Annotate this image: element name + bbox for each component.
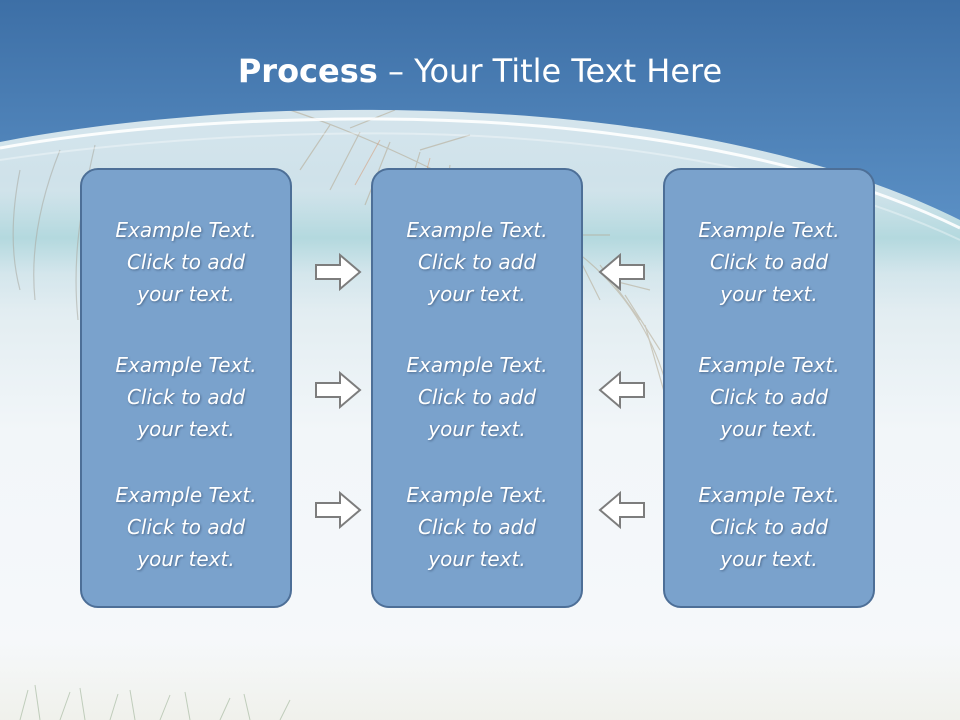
slide-title[interactable]: Process – Your Title Text Here	[0, 52, 960, 90]
text-block[interactable]: Example Text. Click to add your text.	[373, 214, 581, 310]
text-line: Click to add	[126, 385, 246, 409]
text-line: your text.	[137, 282, 235, 306]
text-line: Example Text.	[698, 218, 840, 242]
text-line: your text.	[720, 547, 818, 571]
text-line: Click to add	[126, 250, 246, 274]
text-block[interactable]: Example Text. Click to add your text.	[373, 349, 581, 445]
text-line: Example Text.	[406, 218, 548, 242]
text-line: Example Text.	[698, 353, 840, 377]
process-box-center[interactable]: Example Text. Click to add your text. Ex…	[371, 168, 583, 608]
right-arrow-icon[interactable]	[314, 252, 362, 292]
text-block[interactable]: Example Text. Click to add your text.	[82, 349, 290, 445]
text-line: your text.	[137, 547, 235, 571]
process-box-left[interactable]: Example Text. Click to add your text. Ex…	[80, 168, 292, 608]
text-line: Example Text.	[115, 353, 257, 377]
text-block[interactable]: Example Text. Click to add your text.	[373, 479, 581, 575]
text-line: Click to add	[417, 385, 537, 409]
text-line: your text.	[137, 417, 235, 441]
text-block[interactable]: Example Text. Click to add your text.	[665, 349, 873, 445]
title-rest: – Your Title Text Here	[377, 52, 723, 90]
text-block[interactable]: Example Text. Click to add your text.	[82, 214, 290, 310]
sand-background	[0, 640, 960, 720]
text-line: Click to add	[709, 515, 829, 539]
left-arrow-icon[interactable]	[598, 490, 646, 530]
text-block[interactable]: Example Text. Click to add your text.	[82, 479, 290, 575]
text-line: Click to add	[417, 515, 537, 539]
text-line: Example Text.	[406, 483, 548, 507]
text-line: Click to add	[709, 385, 829, 409]
right-arrow-icon[interactable]	[314, 490, 362, 530]
text-line: Example Text.	[115, 218, 257, 242]
text-line: Example Text.	[406, 353, 548, 377]
text-line: Click to add	[417, 250, 537, 274]
left-arrow-icon[interactable]	[598, 370, 646, 410]
left-arrow-icon[interactable]	[598, 252, 646, 292]
text-block[interactable]: Example Text. Click to add your text.	[665, 214, 873, 310]
text-line: Click to add	[709, 250, 829, 274]
text-block[interactable]: Example Text. Click to add your text.	[665, 479, 873, 575]
text-line: your text.	[428, 547, 526, 571]
text-line: your text.	[720, 282, 818, 306]
title-bold: Process	[237, 52, 378, 90]
text-line: your text.	[720, 417, 818, 441]
process-box-right[interactable]: Example Text. Click to add your text. Ex…	[663, 168, 875, 608]
text-line: your text.	[428, 282, 526, 306]
text-line: Example Text.	[115, 483, 257, 507]
text-line: Click to add	[126, 515, 246, 539]
right-arrow-icon[interactable]	[314, 370, 362, 410]
text-line: your text.	[428, 417, 526, 441]
text-line: Example Text.	[698, 483, 840, 507]
